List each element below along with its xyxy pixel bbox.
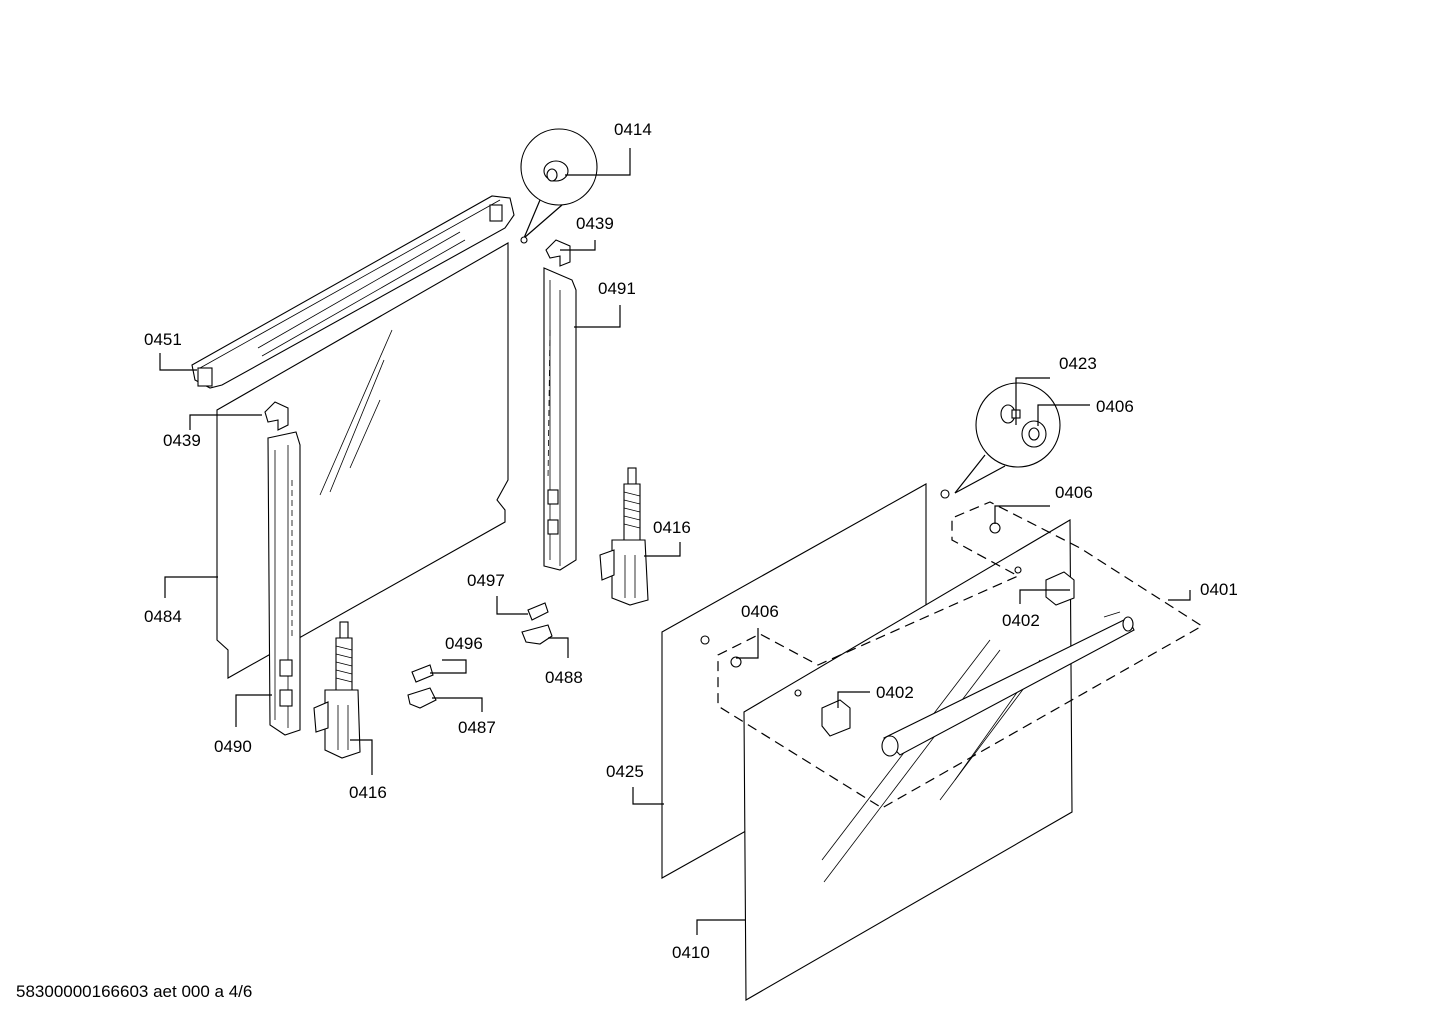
label-0402-right: 0402 bbox=[1002, 611, 1040, 630]
label-0439-left: 0439 bbox=[163, 431, 201, 450]
label-0406-left: 0406 bbox=[741, 602, 779, 621]
handle-assembly-outline-0401 bbox=[717, 501, 1204, 809]
label-0491: 0491 bbox=[598, 279, 636, 298]
outer-glass-0410 bbox=[743, 519, 1073, 1001]
label-0406-detail: 0406 bbox=[1096, 397, 1134, 416]
clip-0497 bbox=[527, 602, 549, 621]
handle-bracket-0402-center bbox=[821, 699, 851, 737]
label-0416-mid: 0416 bbox=[653, 518, 691, 537]
label-0490: 0490 bbox=[214, 737, 252, 756]
label-0487: 0487 bbox=[458, 718, 496, 737]
document-footer: 58300000166603 aet 000 a 4/6 bbox=[16, 982, 252, 1001]
top-frame-rail-0451 bbox=[191, 195, 515, 389]
label-0497: 0497 bbox=[467, 571, 505, 590]
hinge-0416-mid bbox=[599, 467, 649, 606]
leader-lines bbox=[159, 148, 1191, 935]
clip-0488 bbox=[521, 624, 553, 645]
clip-0414 bbox=[520, 128, 598, 244]
handle-bracket-0402-right bbox=[1045, 571, 1075, 606]
spacer-0406-left bbox=[730, 656, 742, 668]
detail-0423-0406 bbox=[954, 382, 1061, 494]
label-0410: 0410 bbox=[672, 943, 710, 962]
label-0401: 0401 bbox=[1200, 580, 1238, 599]
label-0414: 0414 bbox=[614, 120, 652, 139]
label-0402-center: 0402 bbox=[876, 683, 914, 702]
label-0451: 0451 bbox=[144, 330, 182, 349]
bracket-0439-top bbox=[545, 239, 571, 267]
spacer-0406-right bbox=[989, 522, 1001, 534]
clip-0487 bbox=[407, 687, 437, 709]
hinge-0416-bottom bbox=[313, 621, 361, 759]
label-0425: 0425 bbox=[606, 762, 644, 781]
label-0406-right: 0406 bbox=[1055, 483, 1093, 502]
clip-0496 bbox=[411, 664, 434, 683]
side-rail-0491 bbox=[543, 267, 577, 571]
label-0496: 0496 bbox=[445, 634, 483, 653]
label-0416-bottom: 0416 bbox=[349, 783, 387, 802]
part-labels: 0414 0439 0491 0451 0439 0484 0416 0497 … bbox=[144, 120, 1238, 962]
side-rail-0490 bbox=[267, 431, 301, 736]
label-0484: 0484 bbox=[144, 607, 182, 626]
door-handle bbox=[881, 611, 1135, 757]
label-0439-top: 0439 bbox=[576, 214, 614, 233]
bracket-0439-left bbox=[264, 401, 289, 431]
spacer-0406-top bbox=[940, 489, 950, 499]
label-0488: 0488 bbox=[545, 668, 583, 687]
label-0423: 0423 bbox=[1059, 354, 1097, 373]
inner-glass-panel-0484 bbox=[216, 242, 509, 679]
